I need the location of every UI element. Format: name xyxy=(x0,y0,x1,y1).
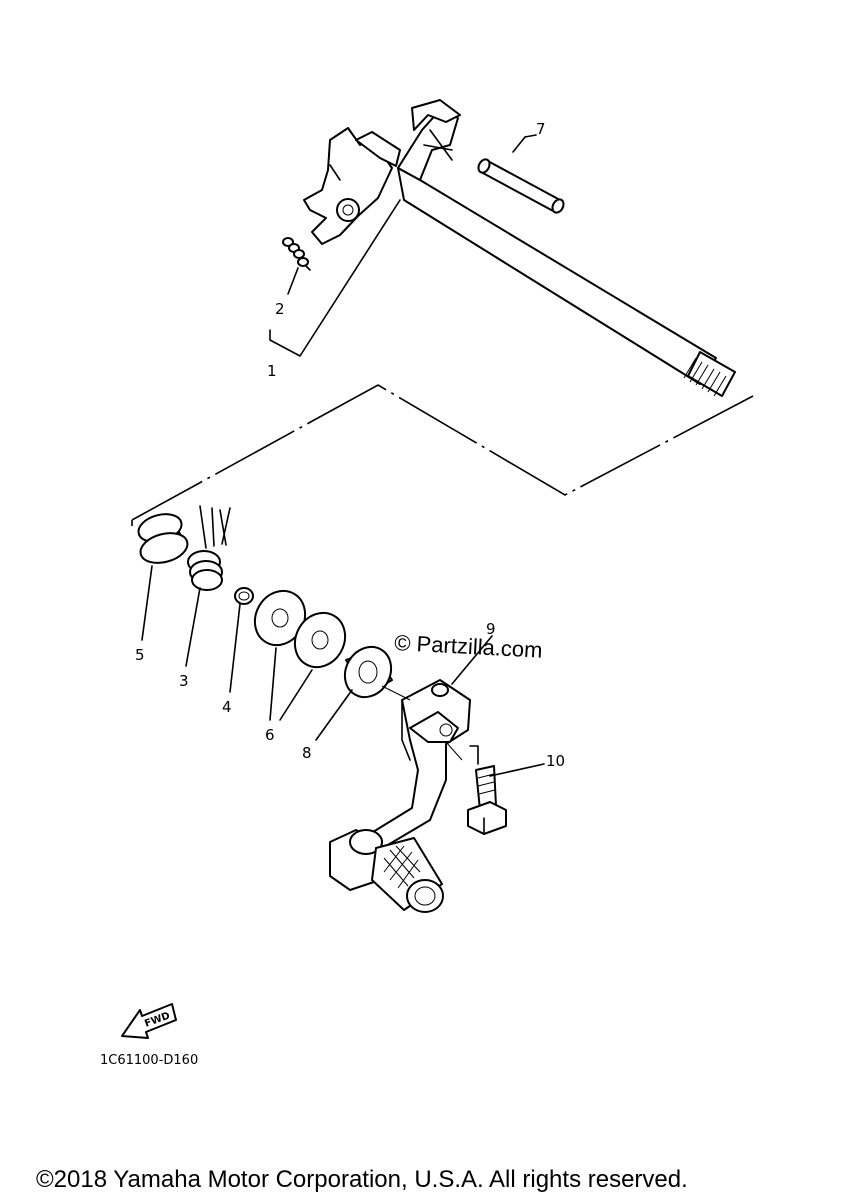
callout-2: 2 xyxy=(275,300,285,318)
leader-lines-lower xyxy=(141,565,545,777)
callout-4: 4 xyxy=(222,698,232,716)
callout-8: 8 xyxy=(302,744,312,762)
shaft-spline-end xyxy=(683,351,736,397)
callout-9: 9 xyxy=(486,620,496,638)
callout-7: 7 xyxy=(536,120,546,138)
drawing-code: 1C61100-D160 xyxy=(100,1053,198,1068)
shift-shaft-assembly xyxy=(303,99,736,397)
shift-pin-part-7 xyxy=(477,158,565,214)
callout-3: 3 xyxy=(179,672,189,690)
leader-lines-upper xyxy=(269,134,537,357)
torsion-spring-part-3 xyxy=(187,505,231,591)
copyright-notice: ©2018 Yamaha Motor Corporation, U.S.A. A… xyxy=(36,1166,688,1193)
circlip-part-4 xyxy=(234,587,254,605)
assembly-reference-dashed-outline xyxy=(131,384,754,521)
shift-spring-part-2 xyxy=(282,237,311,271)
callout-5: 5 xyxy=(135,646,145,664)
shift-pedal-part-9 xyxy=(329,679,471,913)
fwd-arrow-icon: FWD xyxy=(121,1003,177,1039)
callout-1: 1 xyxy=(267,362,277,380)
callout-6: 6 xyxy=(265,726,275,744)
partzilla-watermark: © Partzilla.com xyxy=(394,630,543,663)
pedal-rubber-knurl xyxy=(383,845,421,889)
bolt-part-10 xyxy=(467,765,507,835)
bearing-part-8 xyxy=(343,645,393,699)
callout-10: 10 xyxy=(546,752,565,770)
washer-part-6b xyxy=(293,611,347,669)
collar-part-5 xyxy=(137,513,189,564)
